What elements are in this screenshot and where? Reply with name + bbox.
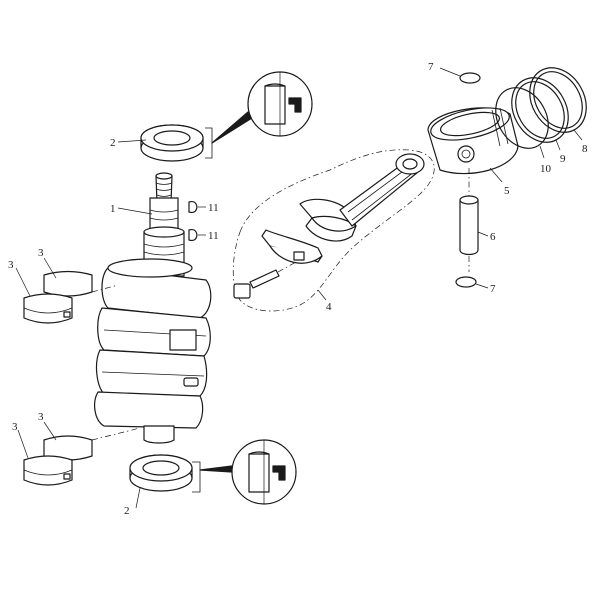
piston [427, 107, 519, 175]
callout-10: 10 [540, 163, 552, 175]
leader-3-top-b [15, 267, 31, 297]
leader-9 [555, 139, 561, 151]
leader-6 [477, 231, 489, 237]
callout-3-top-a: 3 [38, 247, 44, 259]
crankshaft [94, 172, 212, 444]
callout-3-bottom-a: 3 [38, 411, 44, 423]
leader-5 [489, 167, 503, 183]
leader-1 [117, 207, 153, 215]
woodruff-key-lower [188, 228, 198, 242]
seal-detail-top [205, 71, 313, 159]
leader-3-bottom-a [43, 421, 57, 441]
piston-pin [459, 195, 479, 256]
leader-2-top [117, 139, 147, 143]
callout-5: 5 [504, 185, 510, 197]
callout-4: 4 [326, 301, 332, 313]
axis-line-bottom-bearing [91, 427, 141, 441]
leader-8 [573, 129, 583, 141]
oil-seal-bottom [129, 454, 193, 492]
circlip-bottom [455, 276, 477, 288]
callout-1: 1 [110, 203, 116, 215]
leader-7-bottom [475, 283, 489, 289]
callout-11-b: 11 [208, 230, 219, 242]
callout-7-top: 7 [428, 61, 434, 73]
seal-detail-bottom [192, 439, 297, 505]
callout-3-bottom-b: 3 [12, 421, 18, 433]
callout-11-a: 11 [208, 202, 219, 214]
callout-2-bottom: 2 [124, 505, 130, 517]
main-bearing-top [23, 270, 93, 324]
conrod-group-outline [232, 149, 435, 312]
axis-line-top-bearing [91, 284, 119, 293]
piston-ring-9 [511, 77, 569, 143]
piston-ring-8 [529, 67, 587, 133]
axis-line-conrod-bolt [277, 261, 297, 273]
piston-ring-10 [495, 87, 549, 149]
leader-3-bottom-b [17, 429, 29, 459]
oil-seal-top [140, 124, 204, 162]
callout-8: 8 [582, 143, 588, 155]
callout-3-top-b: 3 [8, 259, 14, 271]
conrod-bolt [233, 269, 280, 299]
callout-9: 9 [560, 153, 566, 165]
leader-3-top-a [43, 257, 57, 279]
callout-7-bottom: 7 [490, 283, 496, 295]
connecting-rod [261, 153, 425, 264]
circlip-top [459, 72, 481, 84]
leader-4 [317, 289, 327, 301]
main-bearing-bottom [23, 435, 93, 486]
leader-10 [539, 145, 545, 159]
callout-6: 6 [490, 231, 496, 243]
leader-2-bottom [135, 487, 141, 509]
callout-2-top: 2 [110, 137, 116, 149]
leader-7-top [439, 67, 461, 77]
woodruff-key-upper [188, 200, 198, 214]
